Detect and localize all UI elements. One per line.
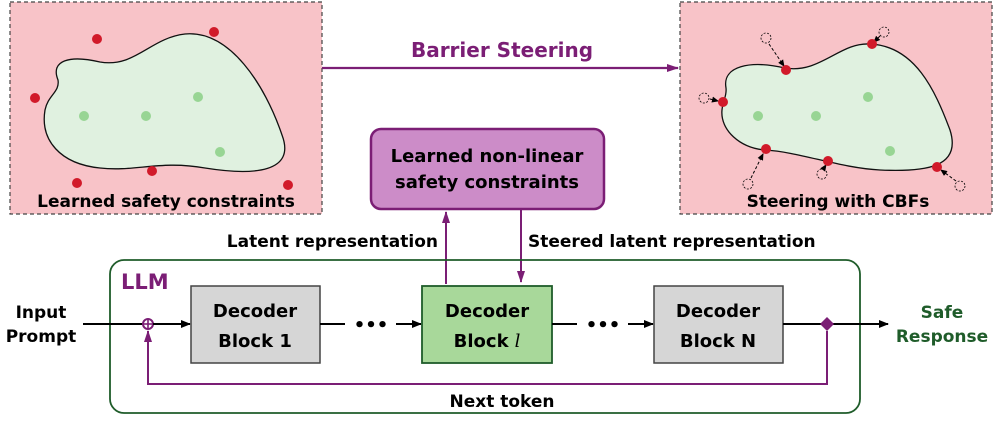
output-label-line-2: Response: [896, 327, 988, 347]
unsafe-point: [92, 34, 102, 44]
constraints-box-shape: [369, 127, 606, 211]
safe-points: [753, 92, 895, 156]
original-point-marker: [878, 26, 890, 38]
steered-point: [823, 156, 833, 166]
steering-vector: [760, 32, 791, 75]
steering-arrow: [768, 43, 785, 67]
original-point-marker: [742, 178, 754, 190]
steered-point: [761, 144, 771, 154]
steering-vectors: [698, 26, 966, 192]
steering-arrow: [820, 164, 827, 172]
unsafe-point: [147, 166, 157, 176]
safe-point: [79, 111, 89, 121]
safe-region: [721, 43, 953, 172]
decoder-block-n-line-2: Block N: [680, 331, 756, 352]
output-branch-diamond: [820, 317, 834, 331]
safe-response: Safe Response: [896, 303, 988, 347]
constraints-box: Learned non-linear safety constraints: [369, 127, 606, 211]
left-panel: Learned safety constraints: [9, 1, 323, 215]
next-token-loop: [144, 330, 828, 385]
safe-point: [141, 111, 151, 121]
unsafe-point: [209, 27, 219, 37]
original-point-marker: [760, 32, 772, 44]
input-prompt: Input Prompt: [6, 303, 77, 347]
sum-junction: [142, 318, 154, 330]
next-token-label: Next token: [449, 392, 554, 412]
unsafe-point: [72, 178, 82, 188]
safe-point: [193, 92, 203, 102]
steered-point: [867, 39, 877, 49]
original-point-marker: [698, 92, 710, 104]
steering-vector: [698, 92, 728, 107]
steered-point: [718, 97, 728, 107]
decoder-block-l-index: l: [515, 331, 521, 352]
steered-latent-representation-label: Steered latent representation: [528, 232, 816, 252]
safe-region: [43, 33, 286, 173]
steering-vector: [742, 144, 771, 190]
safe-point: [885, 146, 895, 156]
unsafe-point: [30, 93, 40, 103]
llm-container: LLM: [109, 259, 861, 414]
steering-vector: [932, 162, 966, 192]
right-panel: Steering with CBFs: [679, 1, 993, 215]
safe-point: [811, 111, 821, 121]
llm-border: [109, 259, 861, 414]
latent-representation-label: Latent representation: [227, 232, 438, 252]
barrier-steering-label: Barrier Steering: [411, 38, 593, 62]
decoder-block-n-box: [653, 285, 784, 364]
safe-point: [863, 92, 873, 102]
decoder-block-n: Decoder Block N: [653, 285, 784, 364]
steering-arrow: [750, 153, 764, 179]
unsafe-point: [283, 180, 293, 190]
decoder-block-1-line-2: Block 1: [218, 331, 292, 352]
llm-label: LLM: [121, 270, 169, 294]
decoder-block-l-box: [421, 285, 553, 364]
decoder-block-1: Decoder Block 1: [190, 285, 321, 364]
constraints-line-2: safety constraints: [395, 172, 579, 193]
steering-arrow: [940, 169, 957, 182]
latent-arrows: Latent representation Steered latent rep…: [227, 210, 816, 284]
steering-vector: [867, 26, 890, 49]
safe-point: [215, 147, 225, 157]
steering-arrow: [709, 96, 719, 103]
original-point-marker: [954, 180, 966, 192]
steered-point: [932, 162, 942, 172]
steering-vector: [816, 156, 833, 180]
decoder-block-1-box: [190, 285, 321, 364]
left-panel-label: Learned safety constraints: [37, 192, 295, 212]
decoder-block-1-line-1: Decoder: [213, 301, 297, 322]
barrier-steering-arrow: Barrier Steering: [322, 38, 679, 72]
input-label-line-2: Prompt: [6, 327, 77, 347]
unsafe-points: [30, 27, 293, 190]
output-label-line-1: Safe: [921, 303, 964, 323]
safe-points: [79, 92, 225, 157]
ellipsis-2: •••: [586, 315, 621, 336]
steered-point: [781, 65, 791, 75]
decoder-block-n-line-1: Decoder: [676, 301, 760, 322]
constraints-line-1: Learned non-linear: [391, 146, 584, 167]
decoder-block-l-line-1: Decoder: [445, 301, 529, 322]
safe-point: [753, 111, 763, 121]
input-label-line-1: Input: [16, 303, 67, 323]
decoder-block-l-word: Block: [454, 331, 510, 352]
ellipsis-1: •••: [354, 315, 389, 336]
right-panel-label: Steering with CBFs: [747, 192, 930, 212]
